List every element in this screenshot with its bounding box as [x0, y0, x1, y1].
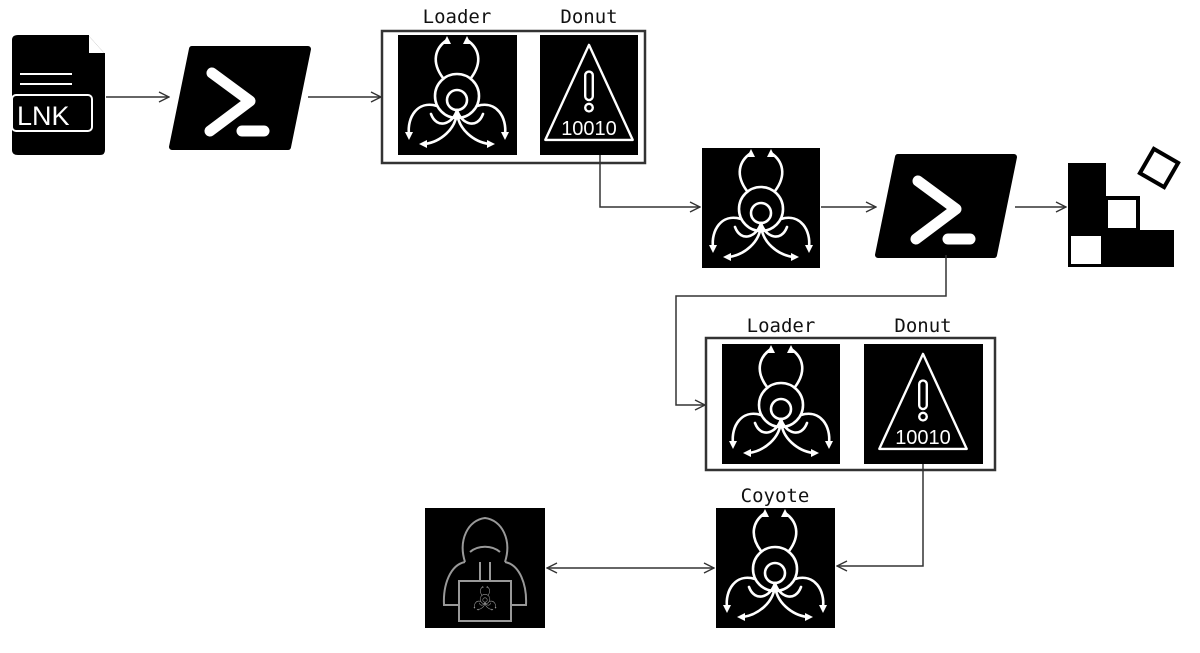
blocks-icon: [1068, 146, 1181, 267]
stage1-donut-code: 10010: [561, 118, 617, 140]
stage2-group-box: [704, 336, 997, 472]
connectors: [106, 97, 1066, 568]
arrow-donut-to-loader: [599, 155, 700, 207]
arrow-powershell-to-stage2: [675, 255, 947, 405]
stage1-donut-tile: [540, 35, 638, 155]
arrow-donut-to-coyote: [837, 464, 924, 566]
stage2-loader-tile: [722, 344, 840, 464]
hacker-icon: [425, 508, 545, 628]
loader-tile: [702, 148, 820, 268]
powershell-icon: [878, 157, 1014, 255]
lnk-file-icon: LNK: [11, 35, 105, 155]
stage2-donut-code: 10010: [895, 427, 951, 449]
powershell-icon: [172, 49, 308, 147]
stage1-group-box: [380, 29, 647, 165]
stage2-loader-label: Loader: [746, 315, 816, 337]
stage1-loader-label: Loader: [422, 6, 492, 28]
coyote-tile: [716, 508, 835, 628]
stage1-loader-tile: [398, 35, 517, 155]
lnk-label: LNK: [17, 101, 70, 131]
stage1-donut-label: Donut: [560, 6, 618, 28]
coyote-label: Coyote: [740, 485, 810, 507]
stage2-donut-label: Donut: [894, 315, 952, 337]
